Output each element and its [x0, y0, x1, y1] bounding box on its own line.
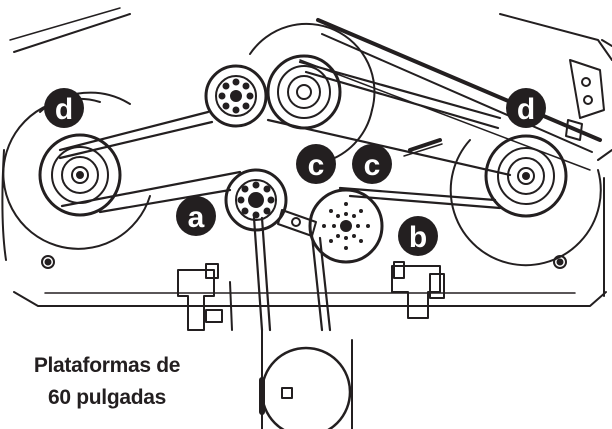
idler-bracket	[277, 209, 317, 237]
spindle-pulley-center	[266, 54, 342, 130]
spindle-housing-right	[449, 139, 602, 267]
label-spindle-d-right-text: d	[517, 93, 535, 126]
mount-bolts	[41, 255, 567, 269]
engine-pulley	[259, 329, 353, 429]
label-idler-a: a	[176, 196, 216, 236]
label-idler-c-right-text: c	[364, 149, 381, 182]
spindle-pulley-left	[38, 133, 122, 217]
gauge-wheel-bracket-left	[177, 263, 233, 331]
gauge-wheel-bracket-right	[391, 261, 445, 319]
label-idler-b: b	[398, 216, 438, 256]
label-spindle-d-left: d	[44, 88, 84, 128]
belt-guard	[299, 13, 612, 171]
deck-housing	[1, 7, 612, 307]
label-idler-c-right: c	[352, 144, 392, 184]
spindle-pulley-right	[484, 134, 568, 218]
label-idler-c-left: c	[296, 144, 336, 184]
caption-line-2: 60 pulgadas	[47, 386, 167, 409]
label-idler-b-text: b	[409, 221, 427, 254]
idler-pulley-b	[308, 188, 384, 264]
caption-line-1: Plataformas de	[33, 354, 181, 377]
label-spindle-d-right: d	[506, 88, 546, 128]
deck-size-caption: Plataformas de 60 pulgadas	[18, 350, 196, 414]
label-idler-a-text: a	[188, 201, 205, 234]
belt-run	[58, 60, 512, 332]
idler-pulley-upper	[204, 64, 268, 128]
label-spindle-d-left-text: d	[55, 93, 73, 126]
label-idler-c-left-text: c	[308, 149, 325, 182]
idler-pulley-a	[224, 168, 288, 232]
